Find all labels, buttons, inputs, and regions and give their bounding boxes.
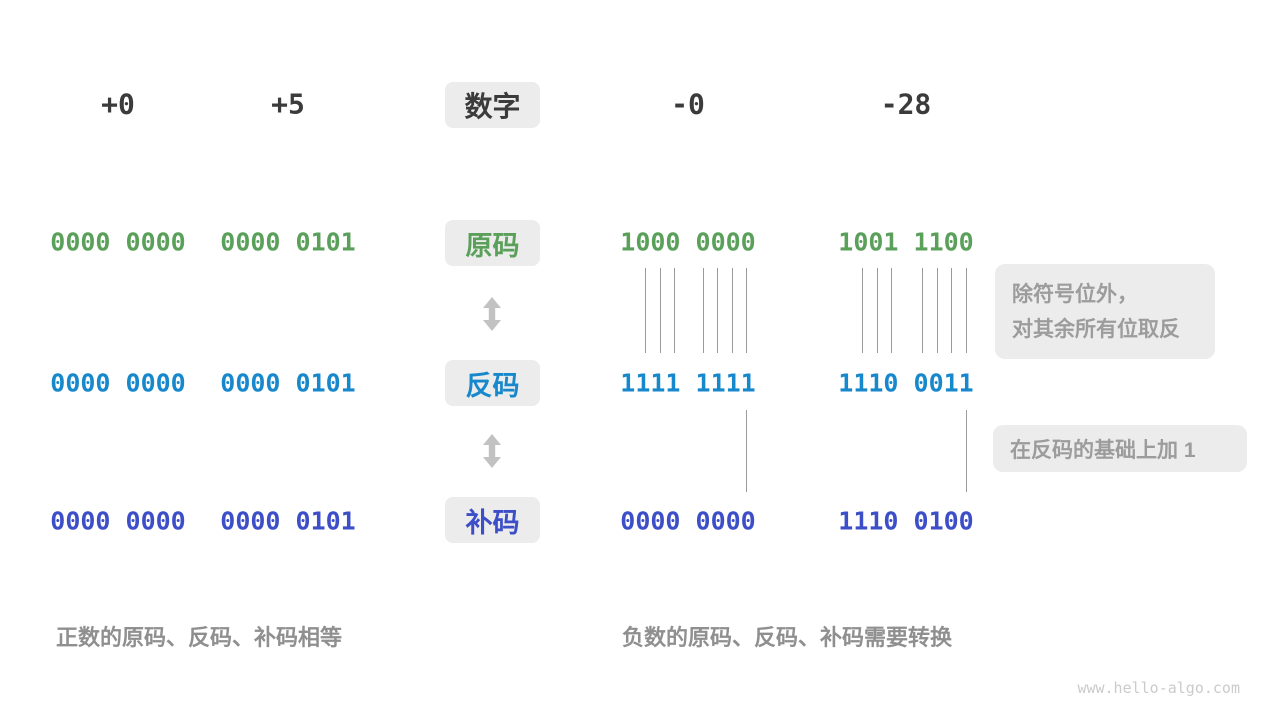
updown-arrow-icon (482, 433, 502, 469)
bit-connector-line (746, 268, 747, 353)
binary-ones-complement-col2: 0000 0101 (220, 368, 356, 398)
binary-twos-complement-col2: 0000 0101 (220, 506, 356, 536)
binary-sign-magnitude-col4: 1001 1100 (838, 227, 974, 257)
bit-connector-line (922, 268, 923, 353)
binary-sign-magnitude-col1: 0000 0000 (50, 227, 186, 257)
binary-ones-complement-col3: 1111 1111 (620, 368, 756, 398)
column-header-plus-zero: +0 (101, 87, 135, 121)
bit-connector-line (645, 268, 646, 353)
bit-connector-line (937, 268, 938, 353)
binary-ones-complement-col4: 1110 0011 (838, 368, 974, 398)
positive-numbers-caption: 正数的原码、反码、补码相等 (56, 625, 343, 650)
binary-sign-magnitude-col2: 0000 0101 (220, 227, 356, 257)
flip-bits-note: 除符号位外， 对其余所有位取反 (995, 264, 1215, 359)
ones-complement-badge: 反码 (445, 360, 540, 406)
bit-connector-line (966, 268, 967, 353)
twos-complement-badge: 补码 (445, 497, 540, 543)
flip-bits-note-line1: 除符号位外， (1012, 283, 1138, 306)
bit-connector-line (877, 268, 878, 353)
bit-connector-line (862, 268, 863, 353)
bit-connector-line (732, 268, 733, 353)
updown-arrow-icon (482, 296, 502, 332)
number-header-badge: 数字 (445, 82, 540, 128)
binary-twos-complement-col1: 0000 0000 (50, 506, 186, 536)
negative-numbers-caption: 负数的原码、反码、补码需要转换 (622, 625, 953, 650)
bit-connector-line (717, 268, 718, 353)
bit-connector-line (951, 268, 952, 353)
bit-connector-line (674, 268, 675, 353)
bit-connector-line (703, 268, 704, 353)
binary-twos-complement-col3: 0000 0000 (620, 506, 756, 536)
website-watermark: www.hello-algo.com (1077, 679, 1240, 697)
bit-connector-line (891, 268, 892, 353)
flip-bits-note-line2: 对其余所有位取反 (1012, 318, 1180, 341)
column-header-minus-zero: -0 (671, 87, 705, 121)
binary-twos-complement-col4: 1110 0100 (838, 506, 974, 536)
bit-connector-line (746, 410, 747, 492)
add-one-note: 在反码的基础上加 1 (993, 425, 1247, 472)
binary-sign-magnitude-col3: 1000 0000 (620, 227, 756, 257)
column-header-plus-five: +5 (271, 87, 305, 121)
binary-ones-complement-col1: 0000 0000 (50, 368, 186, 398)
bit-connector-line (966, 410, 967, 492)
bit-connector-line (660, 268, 661, 353)
column-header-minus-twentyeight: -28 (880, 87, 932, 121)
sign-magnitude-badge: 原码 (445, 220, 540, 266)
